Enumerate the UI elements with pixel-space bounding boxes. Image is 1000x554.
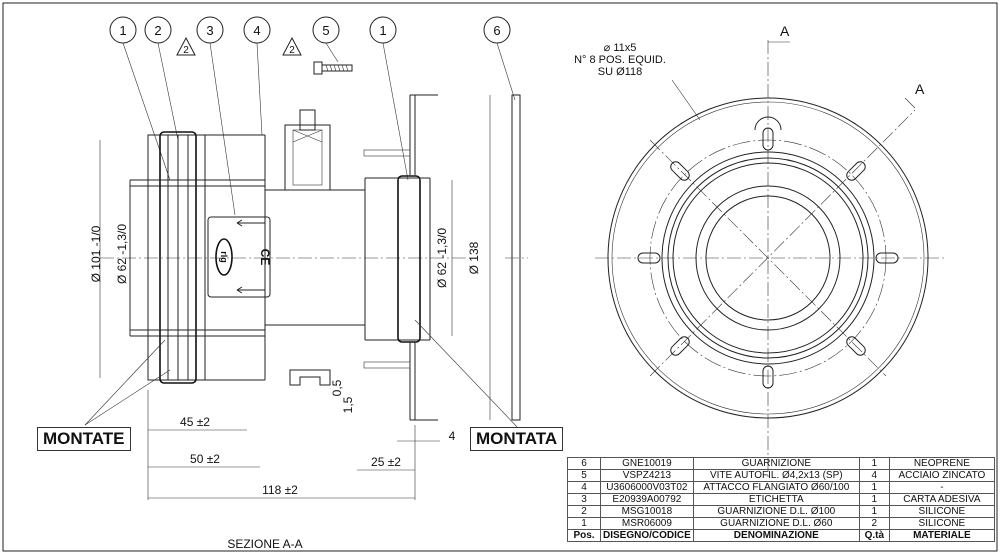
slot-note-diameter: SU Ø118 <box>597 66 643 78</box>
text-label: Ø 101 -1/0 <box>89 225 103 282</box>
text-label: E20939A00792 <box>600 493 694 506</box>
text-label: 25 ±2 <box>371 455 401 469</box>
text-label: 1 <box>119 23 126 38</box>
text-label: Ø 62 -1,3/0 <box>115 224 129 284</box>
text-label: VITE AUTOFIL. Ø4,2x13 (SP) <box>692 469 860 482</box>
text-label: MSR06009 <box>600 517 694 530</box>
balloon-2: 2 <box>144 16 179 141</box>
balloons: 1 2 3 4 5 1 6 <box>109 16 516 216</box>
screw-icon <box>313 61 353 75</box>
text-label: 3 <box>567 493 601 506</box>
text-label: ACCIAIO ZINCATO <box>888 469 996 482</box>
text-label: 5 <box>567 469 601 482</box>
text-label: 4 <box>253 23 260 38</box>
text-label: Ø 62 -1,3/0 <box>435 228 449 288</box>
text-label: CARTA ADESIVA <box>888 493 996 506</box>
front-view: A A <box>595 23 945 480</box>
balloon-4: 4 <box>243 16 271 136</box>
text-label: GUARNIZIONE D.L. Ø60 <box>692 517 860 530</box>
text-label: ETICHETTA <box>692 493 860 506</box>
text-label: GUARNIZIONE <box>692 457 860 470</box>
text-label: 6 <box>493 23 500 38</box>
brand-logo <box>215 238 233 276</box>
text-label: VSPZ4213 <box>600 469 694 482</box>
text-label: GUARNIZIONE D.L. Ø100 <box>692 505 860 518</box>
text-label: MSG10018 <box>600 505 694 518</box>
text-label: 2 <box>183 45 189 56</box>
text-label: GNE10019 <box>600 457 694 470</box>
text-label: 1 <box>379 23 386 38</box>
text-label: 2 <box>289 45 295 56</box>
balloon-3: 3 <box>196 16 236 216</box>
text-label: DENOMINAZIONE <box>692 529 860 542</box>
text-label: 5 <box>322 23 329 38</box>
text-label: U3606000V03T02 <box>600 481 694 494</box>
text-label: NEOPRENE <box>888 457 996 470</box>
text-label: - <box>888 481 996 494</box>
text-label: ATTACCO FLANGIATO Ø60/100 <box>692 481 860 494</box>
text-label: 2 <box>567 505 601 518</box>
slot-note-size: ⌀ 11x5 <box>603 42 637 54</box>
text-label: SILICONE <box>888 517 996 530</box>
slot-note-count: N° 8 POS. EQUID. <box>574 54 666 66</box>
text-label: A <box>780 23 790 39</box>
warning-triangle-icon: 2 <box>282 36 302 56</box>
warning-triangle-icon: 2 <box>176 36 196 56</box>
text-label: Pos. <box>567 529 601 542</box>
ce-mark: CE <box>258 249 272 266</box>
text-label: DISEGNO/CODICE <box>600 529 694 542</box>
slot-note: ⌀ 11x5 N° 8 POS. EQUID. SU Ø118 <box>570 42 670 78</box>
text-label: 1,5 <box>341 396 355 413</box>
text-label: 1 <box>567 517 601 530</box>
text-label: 0,5 <box>330 379 344 396</box>
balloon-6: 6 <box>483 16 516 101</box>
text-label: Ø 138 <box>467 241 481 274</box>
text-label: 45 ±2 <box>180 415 210 429</box>
label-montata: MONTATA <box>470 427 564 451</box>
text-label: 3 <box>206 23 213 38</box>
text-label: 118 ±2 <box>262 483 298 497</box>
text-label: 2 <box>858 517 890 530</box>
text-label: 1 <box>858 493 890 506</box>
text-label: 4 <box>449 429 456 443</box>
text-label: 50 ±2 <box>190 452 220 466</box>
text-label: A <box>915 81 925 97</box>
section-title: SEZIONE A-A <box>227 537 302 551</box>
text-label: SILICONE <box>888 505 996 518</box>
label-montate: MONTATE <box>37 427 131 451</box>
balloon-5: 5 <box>312 16 340 63</box>
text-label: 4 <box>567 481 601 494</box>
text-label: 1 <box>858 481 890 494</box>
label-sticker <box>207 216 271 298</box>
text-label: MATERIALE <box>888 529 996 542</box>
balloon-1: 1 <box>109 16 171 181</box>
text-label: 1 <box>858 505 890 518</box>
text-label: 1 <box>858 457 890 470</box>
text-label: 4 <box>858 469 890 482</box>
balloon-1b: 1 <box>369 16 409 181</box>
text-label: Q.tà <box>858 529 890 542</box>
dimensions: Ø 101 -1/0 Ø 62 -1,3/0 Ø 62 -1,3/0 Ø 138… <box>84 95 521 551</box>
text-label: 2 <box>154 23 161 38</box>
text-label: 6 <box>567 457 601 470</box>
slots <box>637 127 899 389</box>
text-label: rlg <box>219 251 229 263</box>
